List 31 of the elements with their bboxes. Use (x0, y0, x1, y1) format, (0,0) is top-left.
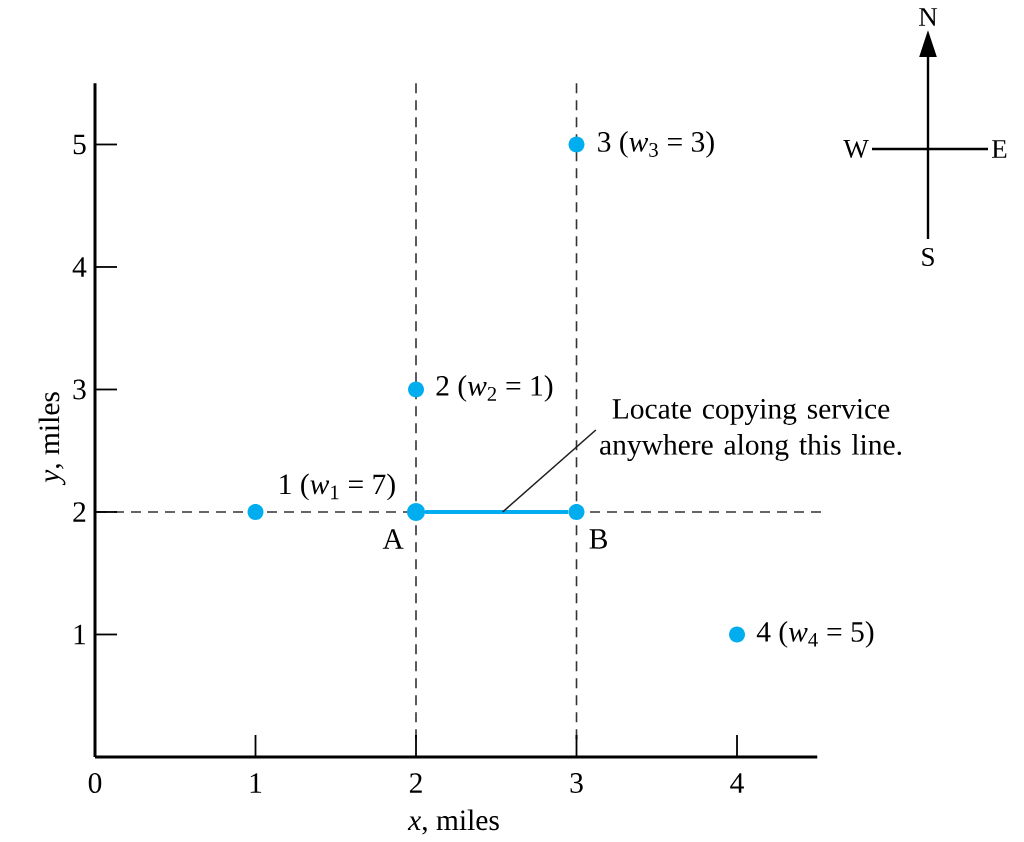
endpoint-dot (568, 504, 585, 520)
point-label: 1 (w$_{1}$ = 7) (280, 473, 395, 501)
tick-label: 5 (73, 134, 86, 155)
compass-letter: S (922, 247, 934, 267)
axis-title: x, miles (407, 809, 499, 835)
tick-label: 1 (250, 773, 262, 793)
location-dot (247, 504, 264, 520)
tick-label: 4 (730, 773, 744, 793)
point-letter: A (382, 529, 404, 549)
axis-title: y, miles (38, 392, 66, 486)
point-label: 2 (w$_{2}$ = 1) (436, 375, 553, 402)
endpoint-dot (407, 503, 425, 521)
tick-label: 0 (88, 773, 102, 793)
location-dot (729, 626, 745, 643)
point-letter: B (589, 529, 607, 549)
leader-line (501, 429, 597, 513)
tick-label: 2 (409, 773, 422, 793)
point-label: 4 (w$_{4}$ = 5) (756, 621, 874, 648)
location-dot (408, 381, 424, 398)
callout-text: Locate copying service anywhere along this line. (600, 399, 902, 461)
tick-label: 2 (73, 502, 86, 522)
tick-label: 1 (74, 624, 86, 645)
location-dot (568, 136, 585, 153)
compass-letter: N (919, 8, 938, 26)
compass-letter: W (843, 139, 869, 159)
point-label: 3 (w$_{3}$ = 3) (598, 131, 714, 158)
tick-label: 3 (73, 379, 86, 400)
compass-letter: E (992, 140, 1007, 158)
tick-label: 3 (570, 773, 583, 793)
line-segment (425, 510, 569, 514)
tick-label: 4 (72, 257, 87, 277)
